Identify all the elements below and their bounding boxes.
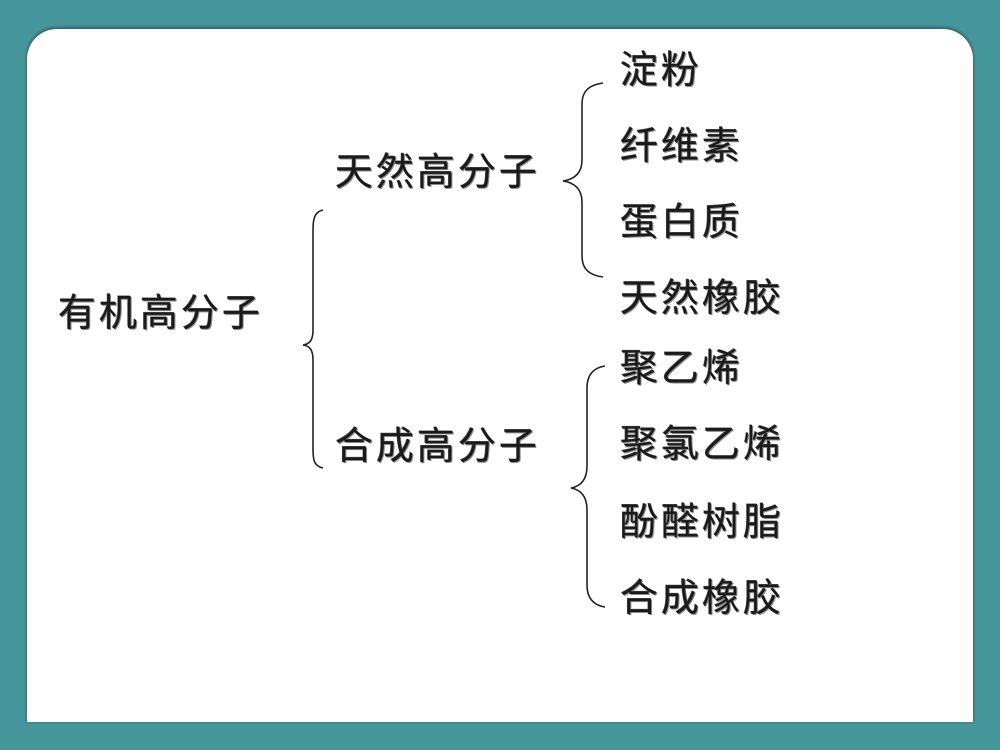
natural-item-natural-rubber: 天然橡胶 [620, 276, 785, 320]
natural-item-cellulose: 纤维素 [620, 124, 744, 168]
synthetic-item-synthetic-rubber: 合成橡胶 [620, 576, 785, 620]
slide-panel [27, 29, 973, 722]
natural-item-protein: 蛋白质 [620, 200, 744, 244]
synthetic-item-polyethylene: 聚乙烯 [620, 346, 744, 390]
category-natural-label: 天然高分子 [335, 150, 541, 194]
natural-item-starch: 淀粉 [620, 48, 703, 92]
root-label: 有机高分子 [58, 291, 264, 335]
synthetic-item-pvc: 聚氯乙烯 [620, 422, 785, 466]
category-synthetic-label: 合成高分子 [335, 424, 541, 468]
synthetic-item-phenolic-resin: 酚醛树脂 [620, 500, 785, 544]
